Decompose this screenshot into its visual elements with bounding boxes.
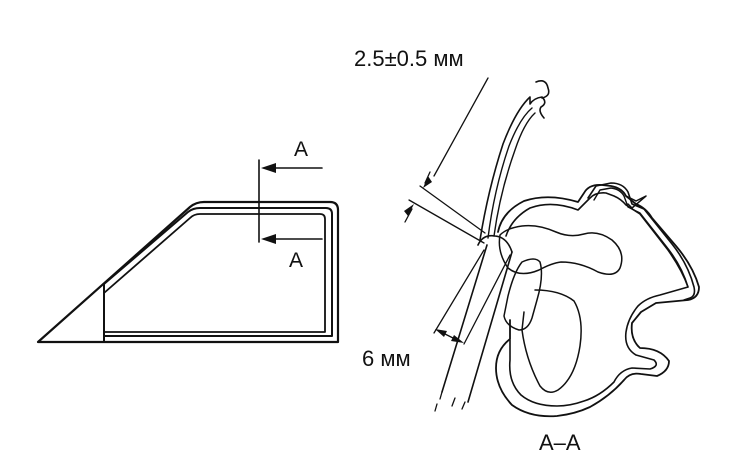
glass-break-right <box>451 397 466 410</box>
seal-body-outer <box>495 184 700 418</box>
gap-extension-upper <box>419 185 486 234</box>
door-frame-flange <box>587 182 696 301</box>
seal-lip-inner-2 <box>493 112 536 237</box>
gap-arrowhead-upper <box>423 176 432 188</box>
overlap-extension-left <box>433 249 485 334</box>
section-arrowhead-top <box>261 163 276 173</box>
gap-arrowhead-lower <box>404 204 414 216</box>
glass-edge-right <box>467 251 513 403</box>
seal-outline-outer <box>103 207 333 337</box>
flange-hook <box>625 195 647 209</box>
section-view-label: A–A <box>539 430 581 455</box>
section-view: 2.5±0.5 мм 6 мм A–A <box>354 46 700 455</box>
flange-inner <box>593 187 689 288</box>
glass-top-end <box>477 234 513 253</box>
section-label-top: A <box>294 138 308 161</box>
seal-lower-slot <box>503 258 543 331</box>
seal-outline-inner <box>103 213 326 333</box>
overlap-extension-right <box>463 254 511 345</box>
overlap-arrowhead-left <box>435 329 447 337</box>
seal-lip <box>479 80 550 241</box>
overlap-dimension: 6 мм <box>362 249 511 371</box>
section-label-bottom: A <box>289 249 303 272</box>
glass-outline <box>36 200 340 344</box>
seal-body <box>495 184 700 418</box>
overlap-arrowhead-right <box>451 335 464 343</box>
gap-dimension-label: 2.5±0.5 мм <box>354 46 464 71</box>
seal-lip-inner-1 <box>487 107 533 239</box>
glass-panel <box>434 234 513 412</box>
seal-body-inner <box>505 192 689 407</box>
seal-lip-outer <box>479 96 546 241</box>
glass-break-left <box>434 391 443 412</box>
seal-lower-cavity <box>521 289 582 393</box>
seal-lip-tip <box>535 80 550 99</box>
gap-dimension: 2.5±0.5 мм <box>354 46 489 244</box>
flange-outer <box>587 182 696 301</box>
section-arrowhead-bottom <box>261 234 276 244</box>
gap-arrow-lower <box>404 208 413 223</box>
window-glass-view: A A <box>36 138 340 344</box>
gap-extension-lower <box>408 199 485 244</box>
gap-leader <box>433 77 489 177</box>
seal-inner-channel <box>498 224 623 275</box>
overlap-dimension-label: 6 мм <box>362 346 411 371</box>
glass-edge-left <box>441 244 488 393</box>
